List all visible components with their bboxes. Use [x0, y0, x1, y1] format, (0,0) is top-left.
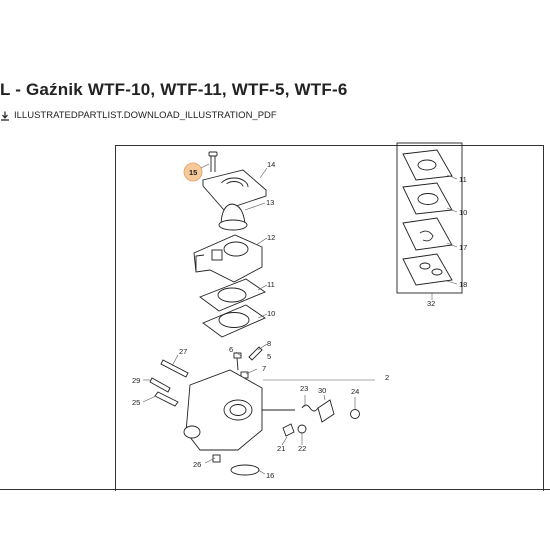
label-10[interactable]: 10	[267, 309, 275, 318]
label-26[interactable]: 26	[193, 460, 201, 469]
label-24[interactable]: 24	[351, 387, 359, 396]
kit-label-11[interactable]: 11	[459, 175, 467, 184]
part-spring-23[interactable]	[301, 404, 319, 412]
page-title: L - Gaźnik WTF-10, WTF-11, WTF-5, WTF-6	[0, 80, 348, 99]
label-2[interactable]: 2	[385, 373, 389, 382]
part-16[interactable]	[230, 464, 260, 476]
label-15[interactable]: 15	[189, 168, 197, 177]
label-6[interactable]: 6	[229, 345, 233, 354]
download-pdf-link[interactable]: ILLUSTRATEDPARTLIST.DOWNLOAD_ILLUSTRATIO…	[0, 110, 277, 121]
label-25[interactable]: 25	[132, 398, 140, 407]
illustration-frame	[115, 145, 544, 491]
label-29[interactable]: 29	[132, 376, 140, 385]
label-16[interactable]: 16	[266, 471, 274, 480]
part-27[interactable]	[160, 359, 189, 378]
label-30[interactable]: 30	[318, 386, 326, 395]
kit-label-18[interactable]: 18	[459, 280, 467, 289]
divider	[0, 489, 550, 490]
label-11[interactable]: 11	[267, 280, 275, 289]
part-22[interactable]	[297, 424, 307, 434]
part-26[interactable]	[212, 454, 221, 463]
kit-label-10[interactable]: 10	[459, 208, 467, 217]
label-7[interactable]: 7	[262, 364, 266, 373]
download-pdf-label: ILLUSTRATEDPARTLIST.DOWNLOAD_ILLUSTRATIO…	[14, 110, 277, 121]
part-screw-15[interactable]	[208, 151, 218, 157]
label-22[interactable]: 22	[298, 444, 306, 453]
kit-label-17[interactable]: 17	[459, 243, 467, 252]
label-12[interactable]: 12	[267, 233, 275, 242]
kit-18[interactable]	[402, 253, 453, 286]
part-30[interactable]	[317, 399, 335, 423]
kit-label-32[interactable]: 32	[427, 299, 435, 308]
label-21[interactable]: 21	[277, 444, 285, 453]
label-5[interactable]: 5	[267, 352, 271, 361]
part-25[interactable]	[154, 391, 179, 407]
kit-17[interactable]	[402, 217, 453, 251]
label-23[interactable]: 23	[300, 384, 308, 393]
label-14[interactable]: 14	[267, 160, 275, 169]
highlight-part-15[interactable]	[183, 162, 203, 182]
part-bulb-13[interactable]	[220, 203, 246, 225]
label-27[interactable]: 27	[179, 347, 187, 356]
part-8[interactable]	[248, 346, 263, 361]
download-icon	[1, 111, 9, 121]
part-29[interactable]	[149, 377, 171, 393]
label-13[interactable]: 13	[266, 198, 274, 207]
part-24[interactable]	[350, 409, 360, 419]
part-21[interactable]	[282, 423, 295, 437]
kit-32-frame	[396, 142, 463, 294]
label-8[interactable]: 8	[267, 339, 271, 348]
part-block-12[interactable]	[193, 234, 263, 283]
